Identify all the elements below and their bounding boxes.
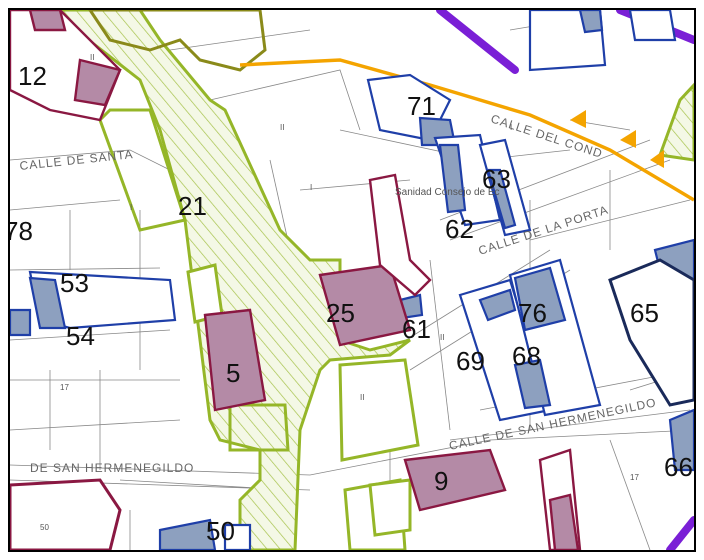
street-label: CALLE DE SAN HERMENEGILDO	[448, 395, 658, 453]
svg-text:II: II	[440, 333, 444, 342]
parcel-label-62: 62	[445, 214, 474, 244]
svg-text:I: I	[130, 203, 132, 212]
parcel-label-54: 54	[66, 321, 95, 351]
parcel-label-69: 69	[456, 346, 485, 376]
svg-text:50: 50	[40, 523, 49, 532]
note-label: Sanidad Consejo de Ec	[395, 187, 500, 198]
street-label: CALLE DE SANTA	[19, 147, 134, 173]
parcel-label-65: 65	[630, 298, 659, 328]
cadastral-map[interactable]: II II I I I II II 17 50 17 CALLE DEL CON…	[8, 8, 696, 552]
map-labels: CALLE DEL COND CALLE DE SANTA CALLE DE L…	[10, 61, 693, 546]
parcel-label-76: 76	[518, 298, 547, 328]
parcel-label-25: 25	[326, 298, 355, 328]
svg-text:I: I	[510, 123, 512, 132]
parcel-label-53: 53	[60, 268, 89, 298]
parcel-label-9: 9	[434, 466, 448, 496]
svg-text:II: II	[280, 123, 284, 132]
svg-text:17: 17	[60, 383, 69, 392]
map-canvas: II II I I I II II 17 50 17	[10, 10, 694, 550]
parcel-label-12: 12	[18, 61, 47, 91]
svg-text:17: 17	[630, 473, 639, 482]
parcel-label-68: 68	[512, 341, 541, 371]
parcel-label-63: 63	[482, 164, 511, 194]
green-outline-parcels	[88, 10, 420, 550]
parcel-label-66: 66	[664, 452, 693, 482]
navy-parcel	[608, 258, 694, 407]
street-label: CALLE DEL COND	[489, 112, 605, 161]
street-label: DE SAN HERMENEGILDO	[30, 461, 194, 475]
svg-text:I: I	[310, 183, 312, 192]
orange-arrows	[570, 110, 664, 168]
orange-road	[239, 58, 694, 202]
svg-text:II: II	[360, 393, 364, 402]
parcel-label-71: 71	[407, 91, 436, 121]
annotations: II II I I I II II 17 50 17	[40, 53, 639, 532]
parcel-label-5: 5	[226, 358, 240, 388]
parcel-label-50: 50	[206, 516, 235, 546]
parcel-label-78: 78	[10, 216, 33, 246]
street-label: CALLE DE LA PORTA	[477, 203, 611, 258]
svg-text:II: II	[90, 53, 94, 62]
parcel-label-61: 61	[402, 314, 431, 344]
maroon-parcels	[10, 10, 582, 550]
parcel-label-21: 21	[178, 191, 207, 221]
